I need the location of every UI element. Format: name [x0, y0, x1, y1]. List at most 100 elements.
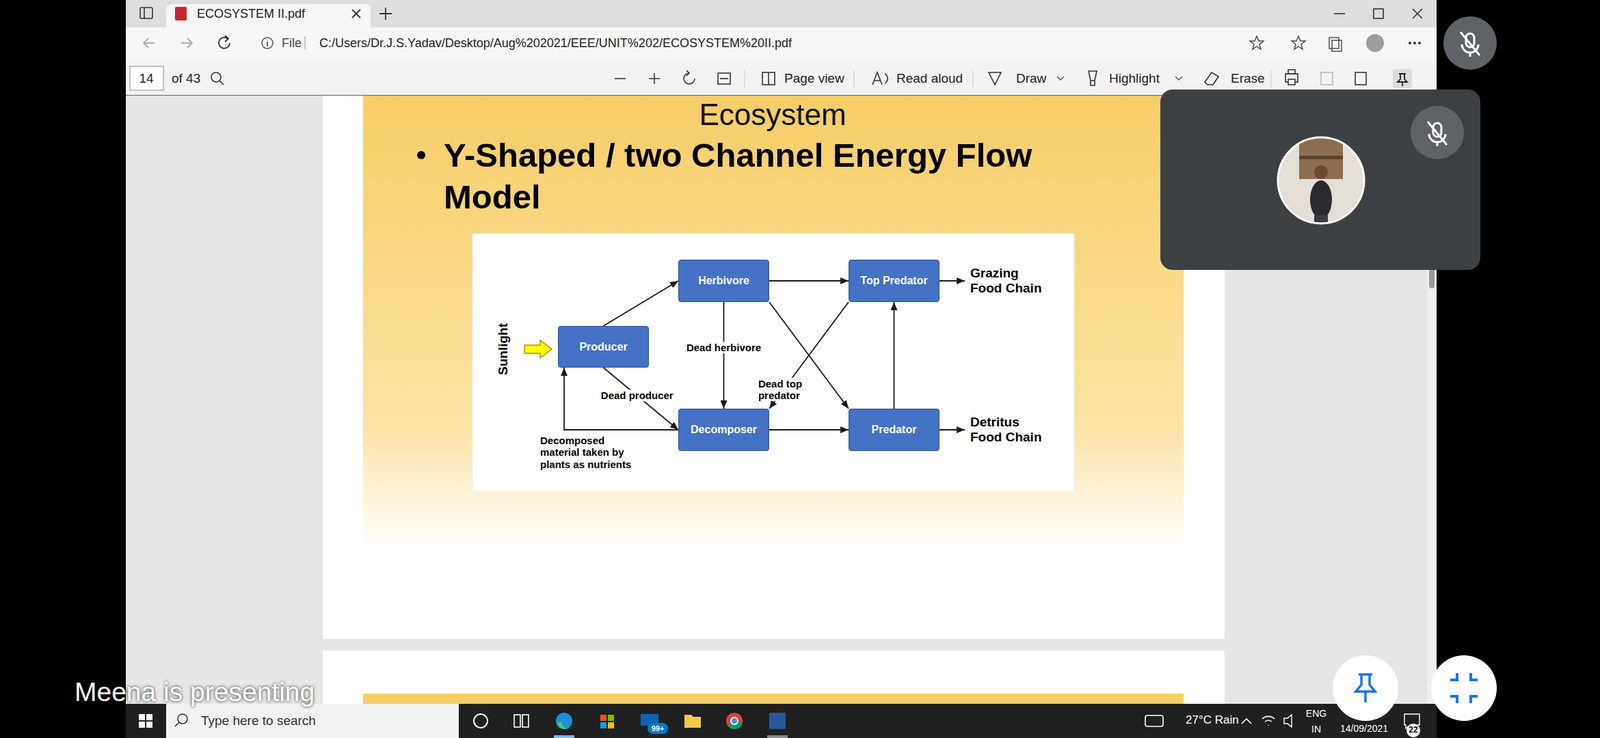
separator — [304, 36, 306, 50]
edge-label: Dead herbivore — [685, 341, 763, 354]
slide-background — [363, 95, 1184, 552]
chain-label: Grazing Food Chain — [970, 265, 1047, 297]
separator — [854, 69, 855, 88]
avatar-person — [1314, 165, 1328, 180]
toolbar-button: Erase — [1230, 71, 1265, 87]
flow-arrow — [769, 280, 849, 282]
process-box: Predator — [848, 408, 940, 452]
zoom-out-icon — [614, 77, 626, 80]
avatar-shelf — [1299, 155, 1343, 160]
toolbar-button: Highlight — [1109, 71, 1160, 87]
print-icon — [1288, 69, 1296, 74]
task-view-icon — [522, 715, 529, 728]
new-tab-icon — [379, 7, 392, 20]
fit-icon — [720, 77, 729, 80]
avatar-ground — [1277, 137, 1365, 224]
mic-off-indicator — [1460, 32, 1480, 57]
separator — [1271, 69, 1272, 88]
energy-source-label-text: Sunlight — [495, 323, 511, 376]
flow-arrow — [603, 281, 679, 327]
collapse-icon — [1450, 673, 1478, 704]
mic-off-indicator — [1443, 16, 1497, 70]
pdf-page — [322, 95, 1225, 640]
separator — [744, 69, 746, 88]
close-tab-icon — [352, 9, 361, 18]
chain-arrow — [939, 280, 965, 282]
slide-title-text: Ecosystem — [698, 97, 846, 132]
network-icon — [1262, 716, 1275, 727]
process-box: Producer — [557, 326, 649, 368]
pin-icon — [1397, 73, 1408, 87]
pin-toolbar-button — [1392, 69, 1412, 89]
collections-icon — [1329, 37, 1339, 49]
language-text: IN — [1311, 724, 1322, 736]
badge-count-text: 22 — [1408, 725, 1418, 736]
next-slide-band — [363, 694, 1184, 705]
tab-actions-icon — [143, 7, 145, 19]
toolbar-button: Read aloud — [896, 71, 963, 87]
info-icon — [266, 39, 269, 47]
maximize-icon — [1373, 8, 1384, 19]
read-aloud-icon — [872, 72, 888, 85]
page-view-icon — [762, 72, 775, 85]
zoom-in-icon — [648, 73, 660, 85]
open-app-bar — [767, 735, 788, 738]
chain-label: Detritus Food Chain — [970, 415, 1047, 446]
active-app-bar — [553, 735, 575, 738]
info-icon — [261, 37, 273, 49]
language-text: ENG — [1305, 708, 1327, 720]
pdf-icon — [175, 6, 187, 21]
box-label: Herbivore — [698, 274, 750, 288]
date-text-text: 14/09/2021 — [1340, 723, 1389, 735]
highlight-icon — [1088, 71, 1097, 86]
edge-label-text: Dead top predator — [758, 378, 803, 402]
mic-off-indicator — [1410, 105, 1464, 160]
edge-icon — [555, 713, 573, 730]
search-icon — [211, 72, 221, 83]
collapse-button — [1431, 655, 1497, 722]
start-button — [146, 714, 153, 721]
box-label: Decomposer — [690, 423, 757, 437]
save-as-icon — [1355, 72, 1367, 85]
badge — [647, 723, 669, 735]
sunlight-arrow — [524, 340, 552, 359]
participant-avatar — [1277, 136, 1365, 225]
chrome-icon — [730, 717, 738, 725]
process-box: Decomposer — [678, 408, 770, 452]
forward-icon — [181, 38, 193, 48]
start-button — [138, 722, 145, 729]
edge-label: Decomposed material taken by plants as n… — [538, 434, 638, 471]
profile-icon — [1366, 34, 1384, 52]
search-icon — [177, 714, 188, 725]
favorites-icon — [1291, 36, 1306, 50]
taskbar — [125, 704, 1437, 738]
search-box — [166, 704, 459, 738]
page-count-text: of 43 — [171, 71, 201, 86]
weather-icon — [1145, 715, 1164, 727]
edge-label: Dead producer — [599, 389, 675, 402]
chrome-icon — [726, 713, 743, 730]
bullet — [417, 151, 426, 160]
avatar-person — [1310, 180, 1332, 219]
search-icon — [219, 80, 224, 85]
pin-button — [1332, 655, 1399, 722]
page-number-box — [129, 66, 164, 91]
app-icon — [769, 713, 786, 730]
chain-arrow — [939, 429, 965, 431]
toolbar-button-text: Read aloud — [896, 71, 963, 86]
menu-icon — [1418, 41, 1421, 45]
toolbar-button-text: Draw — [1016, 71, 1047, 86]
page-view-icon — [767, 72, 770, 85]
menu-icon — [1408, 41, 1412, 45]
avatar-ring — [1277, 137, 1365, 224]
print-icon — [1288, 79, 1296, 85]
task-view-icon — [514, 715, 521, 728]
erase-icon — [1204, 72, 1219, 85]
box-label: Top Predator — [860, 274, 928, 288]
edge-label-text: Dead herbivore — [686, 341, 762, 354]
presenter-caption: Meena is presenting — [74, 677, 315, 709]
flow-arrow — [723, 302, 725, 409]
dropdown-icon — [1175, 76, 1183, 80]
store-icon — [607, 715, 615, 722]
